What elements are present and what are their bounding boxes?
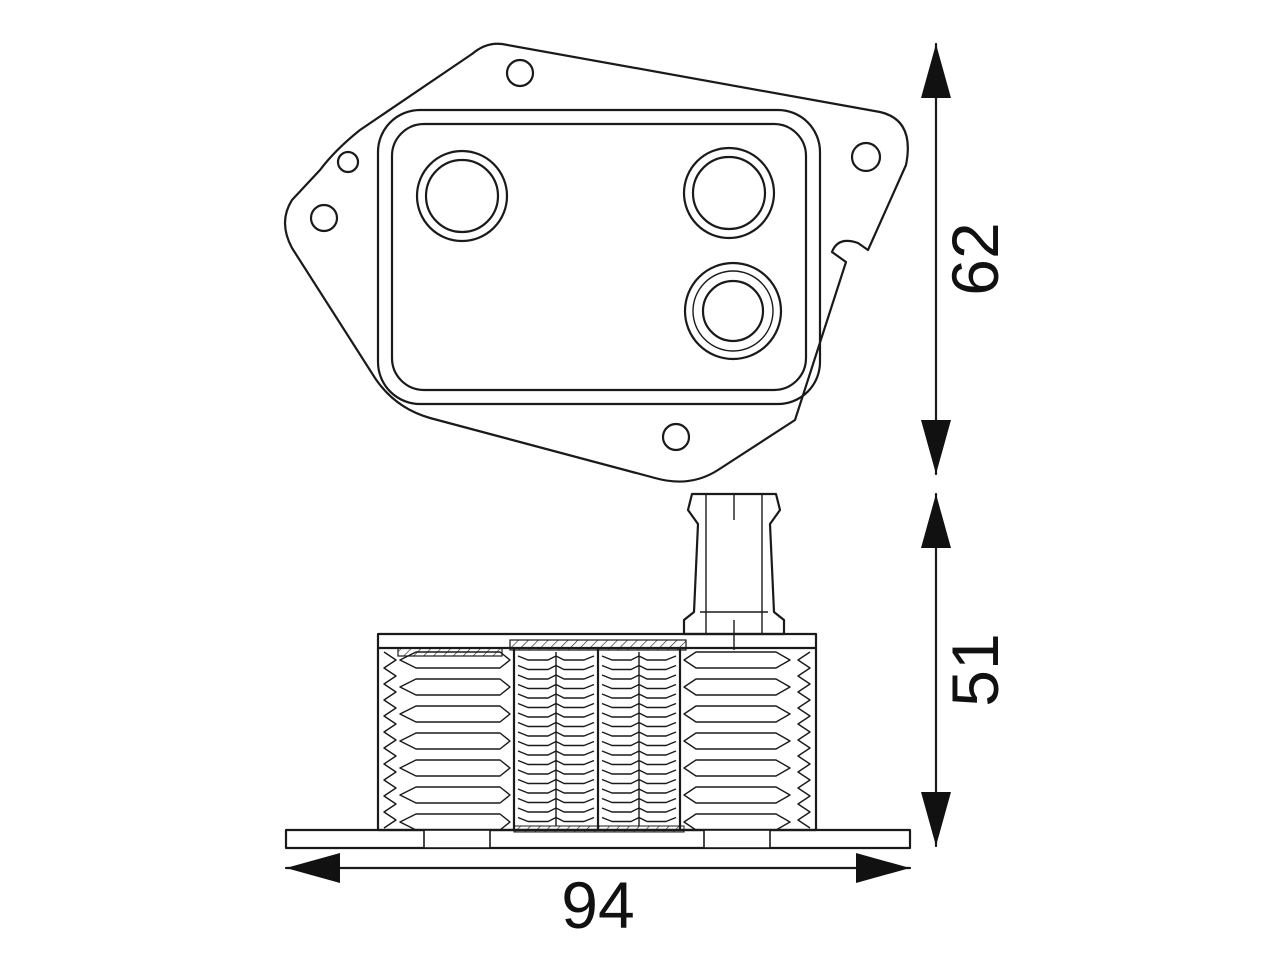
bolt-hole (850, 141, 882, 173)
dimension-label-51: 51 (938, 633, 1012, 706)
port-right-inner (691, 155, 767, 231)
dimension-label-62: 62 (938, 222, 1012, 295)
bolt-hole (336, 150, 360, 174)
port-bottom-mid (692, 270, 774, 352)
plate-layer (399, 759, 511, 777)
plate-layer (399, 651, 511, 669)
top-view (283, 42, 909, 483)
port-right (682, 146, 776, 240)
port-bottom-inner (701, 279, 765, 343)
plate-layer (399, 678, 511, 696)
dimension-height-top: 62 (921, 42, 1012, 476)
right-edge-fins (797, 651, 811, 829)
base-plate (284, 825, 912, 850)
bolt-hole (505, 58, 535, 88)
plate-layer (683, 678, 791, 696)
side-view (284, 492, 912, 850)
plate-layer (399, 786, 511, 804)
plate-layer (399, 813, 511, 831)
plate-stack-left (399, 651, 511, 831)
plate-layer (399, 705, 511, 723)
plate-stack-right (683, 651, 791, 831)
edge-fin (383, 651, 397, 829)
left-edge-fins (383, 651, 397, 829)
plate-layer (683, 786, 791, 804)
dimension-label-94: 94 (561, 868, 634, 942)
pipe-stub (682, 492, 786, 650)
dimension-width: 94 (284, 853, 912, 942)
plate-layer (683, 732, 791, 750)
plate-layer (683, 813, 791, 831)
center-fin-block (517, 652, 677, 826)
port-left-inner (424, 158, 500, 234)
plate-layer (683, 705, 791, 723)
cooler-body-inner (390, 122, 808, 392)
port-left (415, 149, 509, 243)
plate-layer (399, 732, 511, 750)
gasket-outline (283, 42, 909, 483)
plate-layer (683, 651, 791, 669)
plate-layer (683, 759, 791, 777)
cooler-body-outer (376, 108, 822, 406)
bolt-hole (309, 203, 339, 233)
bolt-hole (661, 422, 691, 452)
dimension-height-bottom: 51 (921, 492, 1012, 848)
port-bottom (683, 261, 783, 361)
edge-fin (797, 651, 811, 829)
